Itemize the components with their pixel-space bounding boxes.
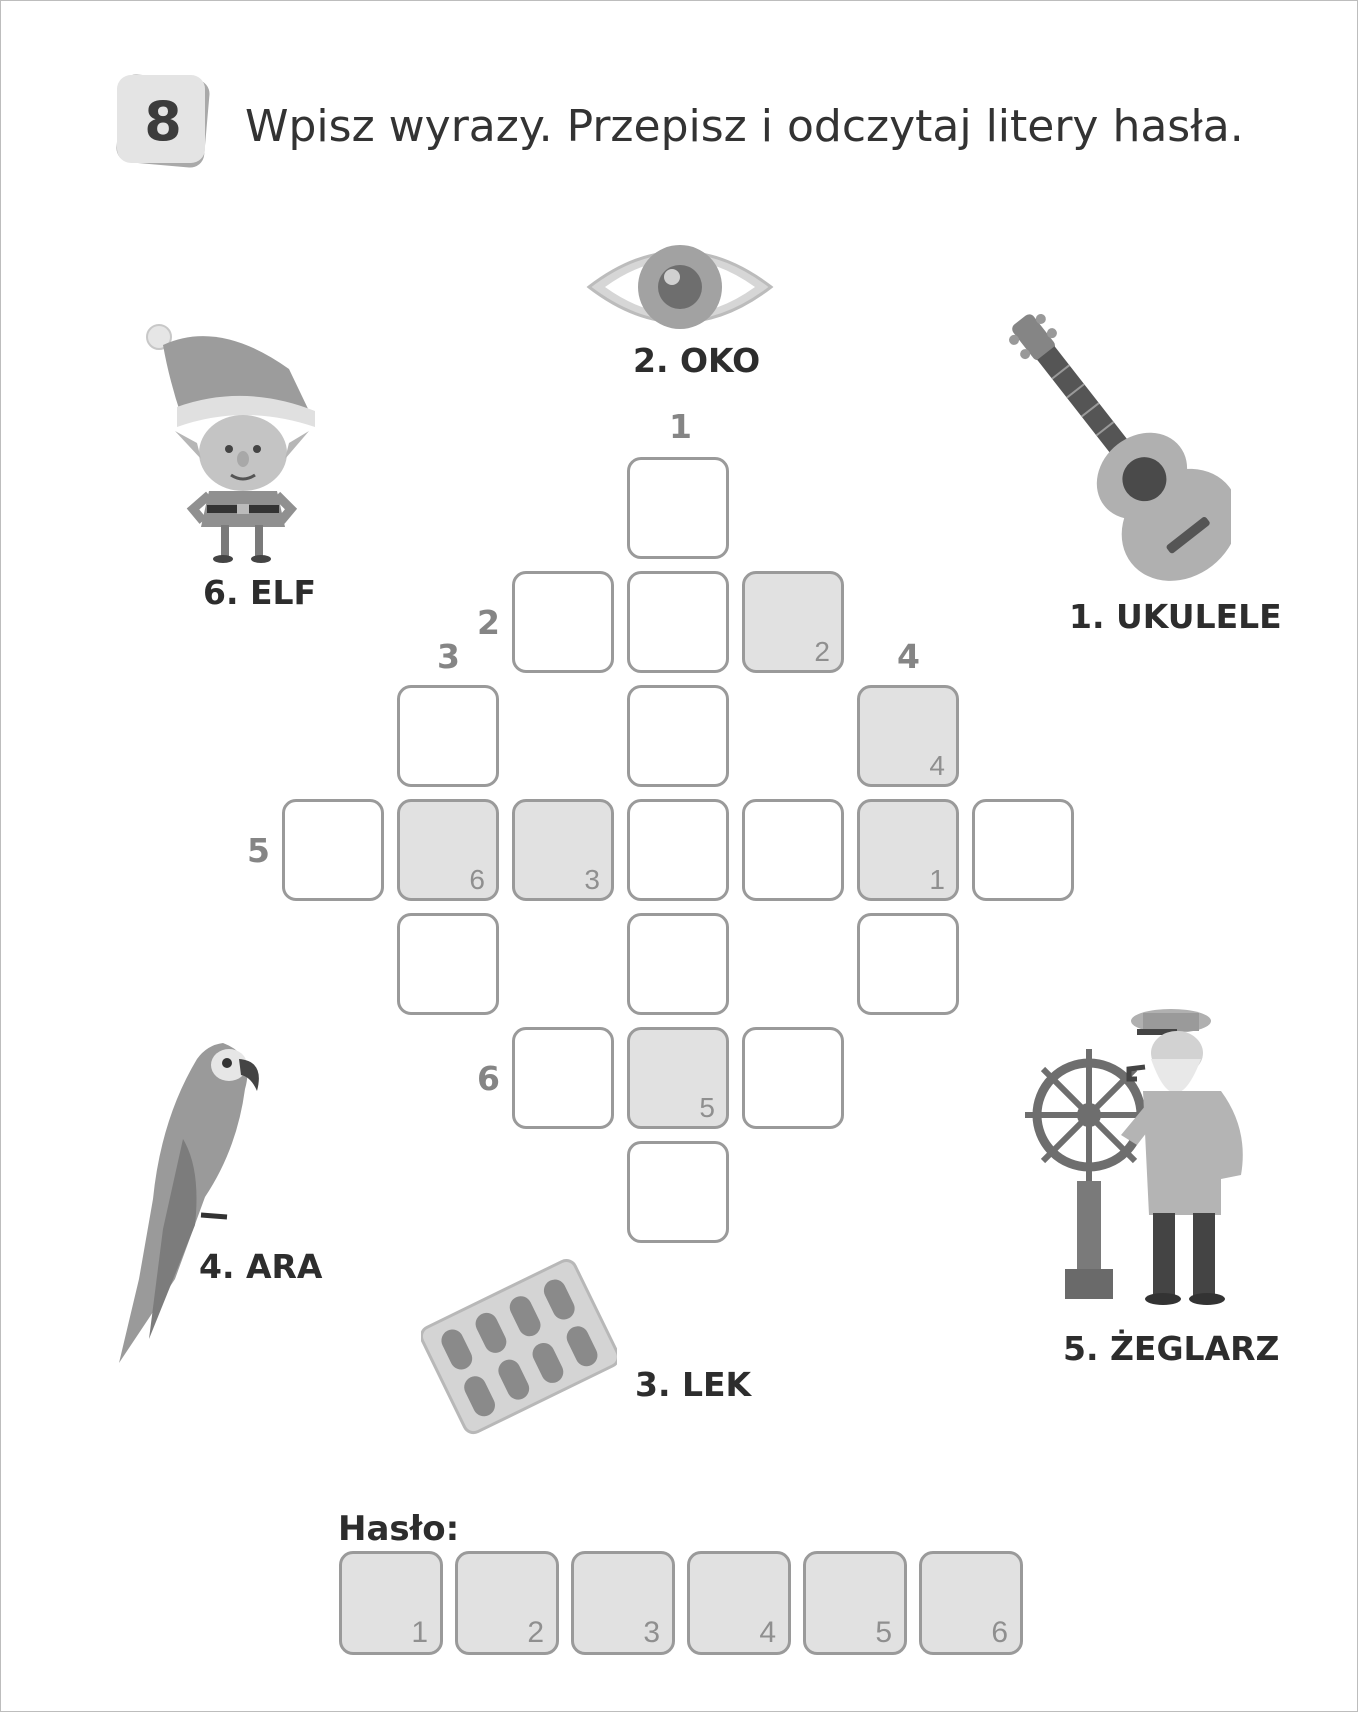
crossword-cell[interactable] [857,913,959,1015]
password-cell-1[interactable]: 1 [339,1551,443,1655]
crossword-cell-key-4[interactable]: 4 [857,685,959,787]
cell-key-number: 6 [991,1616,1008,1649]
pills-icon [421,1259,617,1435]
clue-number-4: 4 [897,637,920,676]
crossword-cell-key-5[interactable]: 5 [627,1027,729,1129]
cell-key-number: 3 [643,1616,660,1649]
parrot-icon [119,1043,259,1363]
label-lek: 3. LEK [635,1365,752,1404]
crossword-cell[interactable] [397,913,499,1015]
eye-icon [586,245,774,329]
password-cell-3[interactable]: 3 [571,1551,675,1655]
label-zeglarz: 5. ŻEGLARZ [1063,1329,1280,1368]
crossword-cell-key-3[interactable]: 3 [512,799,614,901]
cell-key-number: 3 [584,864,600,895]
crossword-cell[interactable] [512,571,614,673]
cell-key-number: 5 [699,1092,715,1123]
task-number: 8 [144,89,182,153]
ukulele-icon [1009,313,1231,581]
password-cell-2[interactable]: 2 [455,1551,559,1655]
cell-key-number: 2 [814,636,830,667]
cell-key-number: 4 [929,750,945,781]
task-instruction: Wpisz wyrazy. Przepisz i odczytaj litery… [245,101,1244,152]
crossword-cell[interactable] [282,799,384,901]
crossword-cell[interactable] [972,799,1074,901]
clue-number-6: 6 [477,1059,500,1098]
password-cell-4[interactable]: 4 [687,1551,791,1655]
cell-key-number: 6 [469,864,485,895]
cell-key-number: 1 [929,864,945,895]
crossword-cell[interactable] [627,571,729,673]
clue-number-2: 2 [477,603,500,642]
crossword-cell[interactable] [627,457,729,559]
password-cell-6[interactable]: 6 [919,1551,1023,1655]
cell-key-number: 1 [411,1616,428,1649]
crossword-cell-key-1[interactable]: 1 [857,799,959,901]
cell-key-number: 5 [875,1616,892,1649]
crossword-cell[interactable] [627,913,729,1015]
crossword-cell[interactable] [512,1027,614,1129]
password-cell-5[interactable]: 5 [803,1551,907,1655]
crossword-cell[interactable] [397,685,499,787]
password-label: Hasło: [338,1509,460,1549]
crossword-cell-key-2[interactable]: 2 [742,571,844,673]
label-ara: 4. ARA [199,1247,323,1286]
crossword-cell[interactable] [627,799,729,901]
clue-number-5: 5 [247,831,270,870]
clue-number-1: 1 [669,407,692,446]
label-oko: 2. OKO [633,341,761,380]
clue-number-3: 3 [437,637,460,676]
elf-icon [146,324,315,563]
task-number-badge [116,74,210,168]
label-elf: 6. ELF [203,573,317,612]
crossword-cell-key-6[interactable]: 6 [397,799,499,901]
cell-key-number: 4 [759,1616,776,1649]
label-ukulele: 1. UKULELE [1069,597,1282,636]
cell-key-number: 2 [527,1616,544,1649]
crossword-cell[interactable] [742,799,844,901]
crossword-cell[interactable] [627,685,729,787]
crossword-cell[interactable] [742,1027,844,1129]
crossword-cell[interactable] [627,1141,729,1243]
sailor-icon [1025,1009,1243,1305]
